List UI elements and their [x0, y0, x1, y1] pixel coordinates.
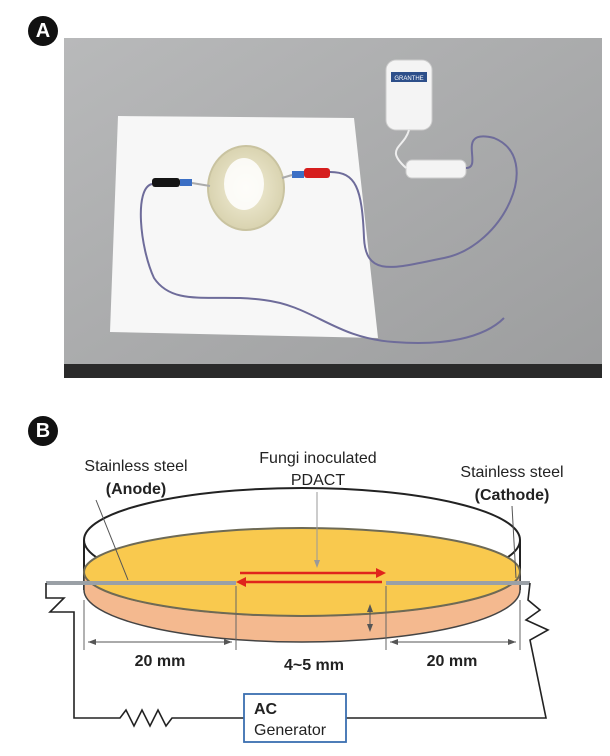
anode-label-line2: (Anode): [106, 481, 166, 498]
black-clip: [152, 178, 180, 187]
controller-box: [405, 159, 467, 179]
wire-right: [329, 135, 518, 268]
center-label-line1: Fungi inoculated: [259, 450, 376, 467]
generator-label-line2: Generator: [254, 722, 327, 739]
experiment-photo: GRANTHE: [64, 38, 602, 378]
table-edge: [64, 364, 602, 378]
dim-right-label: 20 mm: [427, 653, 478, 670]
ac-generator-box: [243, 693, 347, 743]
dim-left-label: 20 mm: [135, 653, 186, 670]
fungal-colony: [224, 158, 264, 210]
cathode-label-line2: (Cathode): [475, 487, 550, 504]
wire-left: [139, 183, 505, 344]
anode-label-line1: Stainless steel: [84, 458, 187, 475]
red-clip: [304, 168, 330, 178]
panel-a-badge: A: [28, 16, 58, 46]
wire-device: [394, 129, 410, 169]
generator-device: [385, 59, 433, 131]
right-lead: [346, 582, 550, 719]
schematic-diagram: Stainless steel (Anode) Fungi inoculated…: [45, 450, 564, 743]
panel-b-badge: B: [28, 416, 58, 446]
cathode-label-line1: Stainless steel: [460, 464, 563, 481]
generator-label-line1: AC: [254, 701, 278, 718]
blue-clip-right: [292, 171, 304, 178]
blue-clip-left: [180, 179, 192, 186]
dim-thickness-label: 4~5 mm: [284, 657, 344, 674]
device-brand: GRANTHE: [394, 76, 423, 82]
center-label-line2: PDACT: [291, 472, 345, 489]
left-lead: [45, 583, 244, 728]
